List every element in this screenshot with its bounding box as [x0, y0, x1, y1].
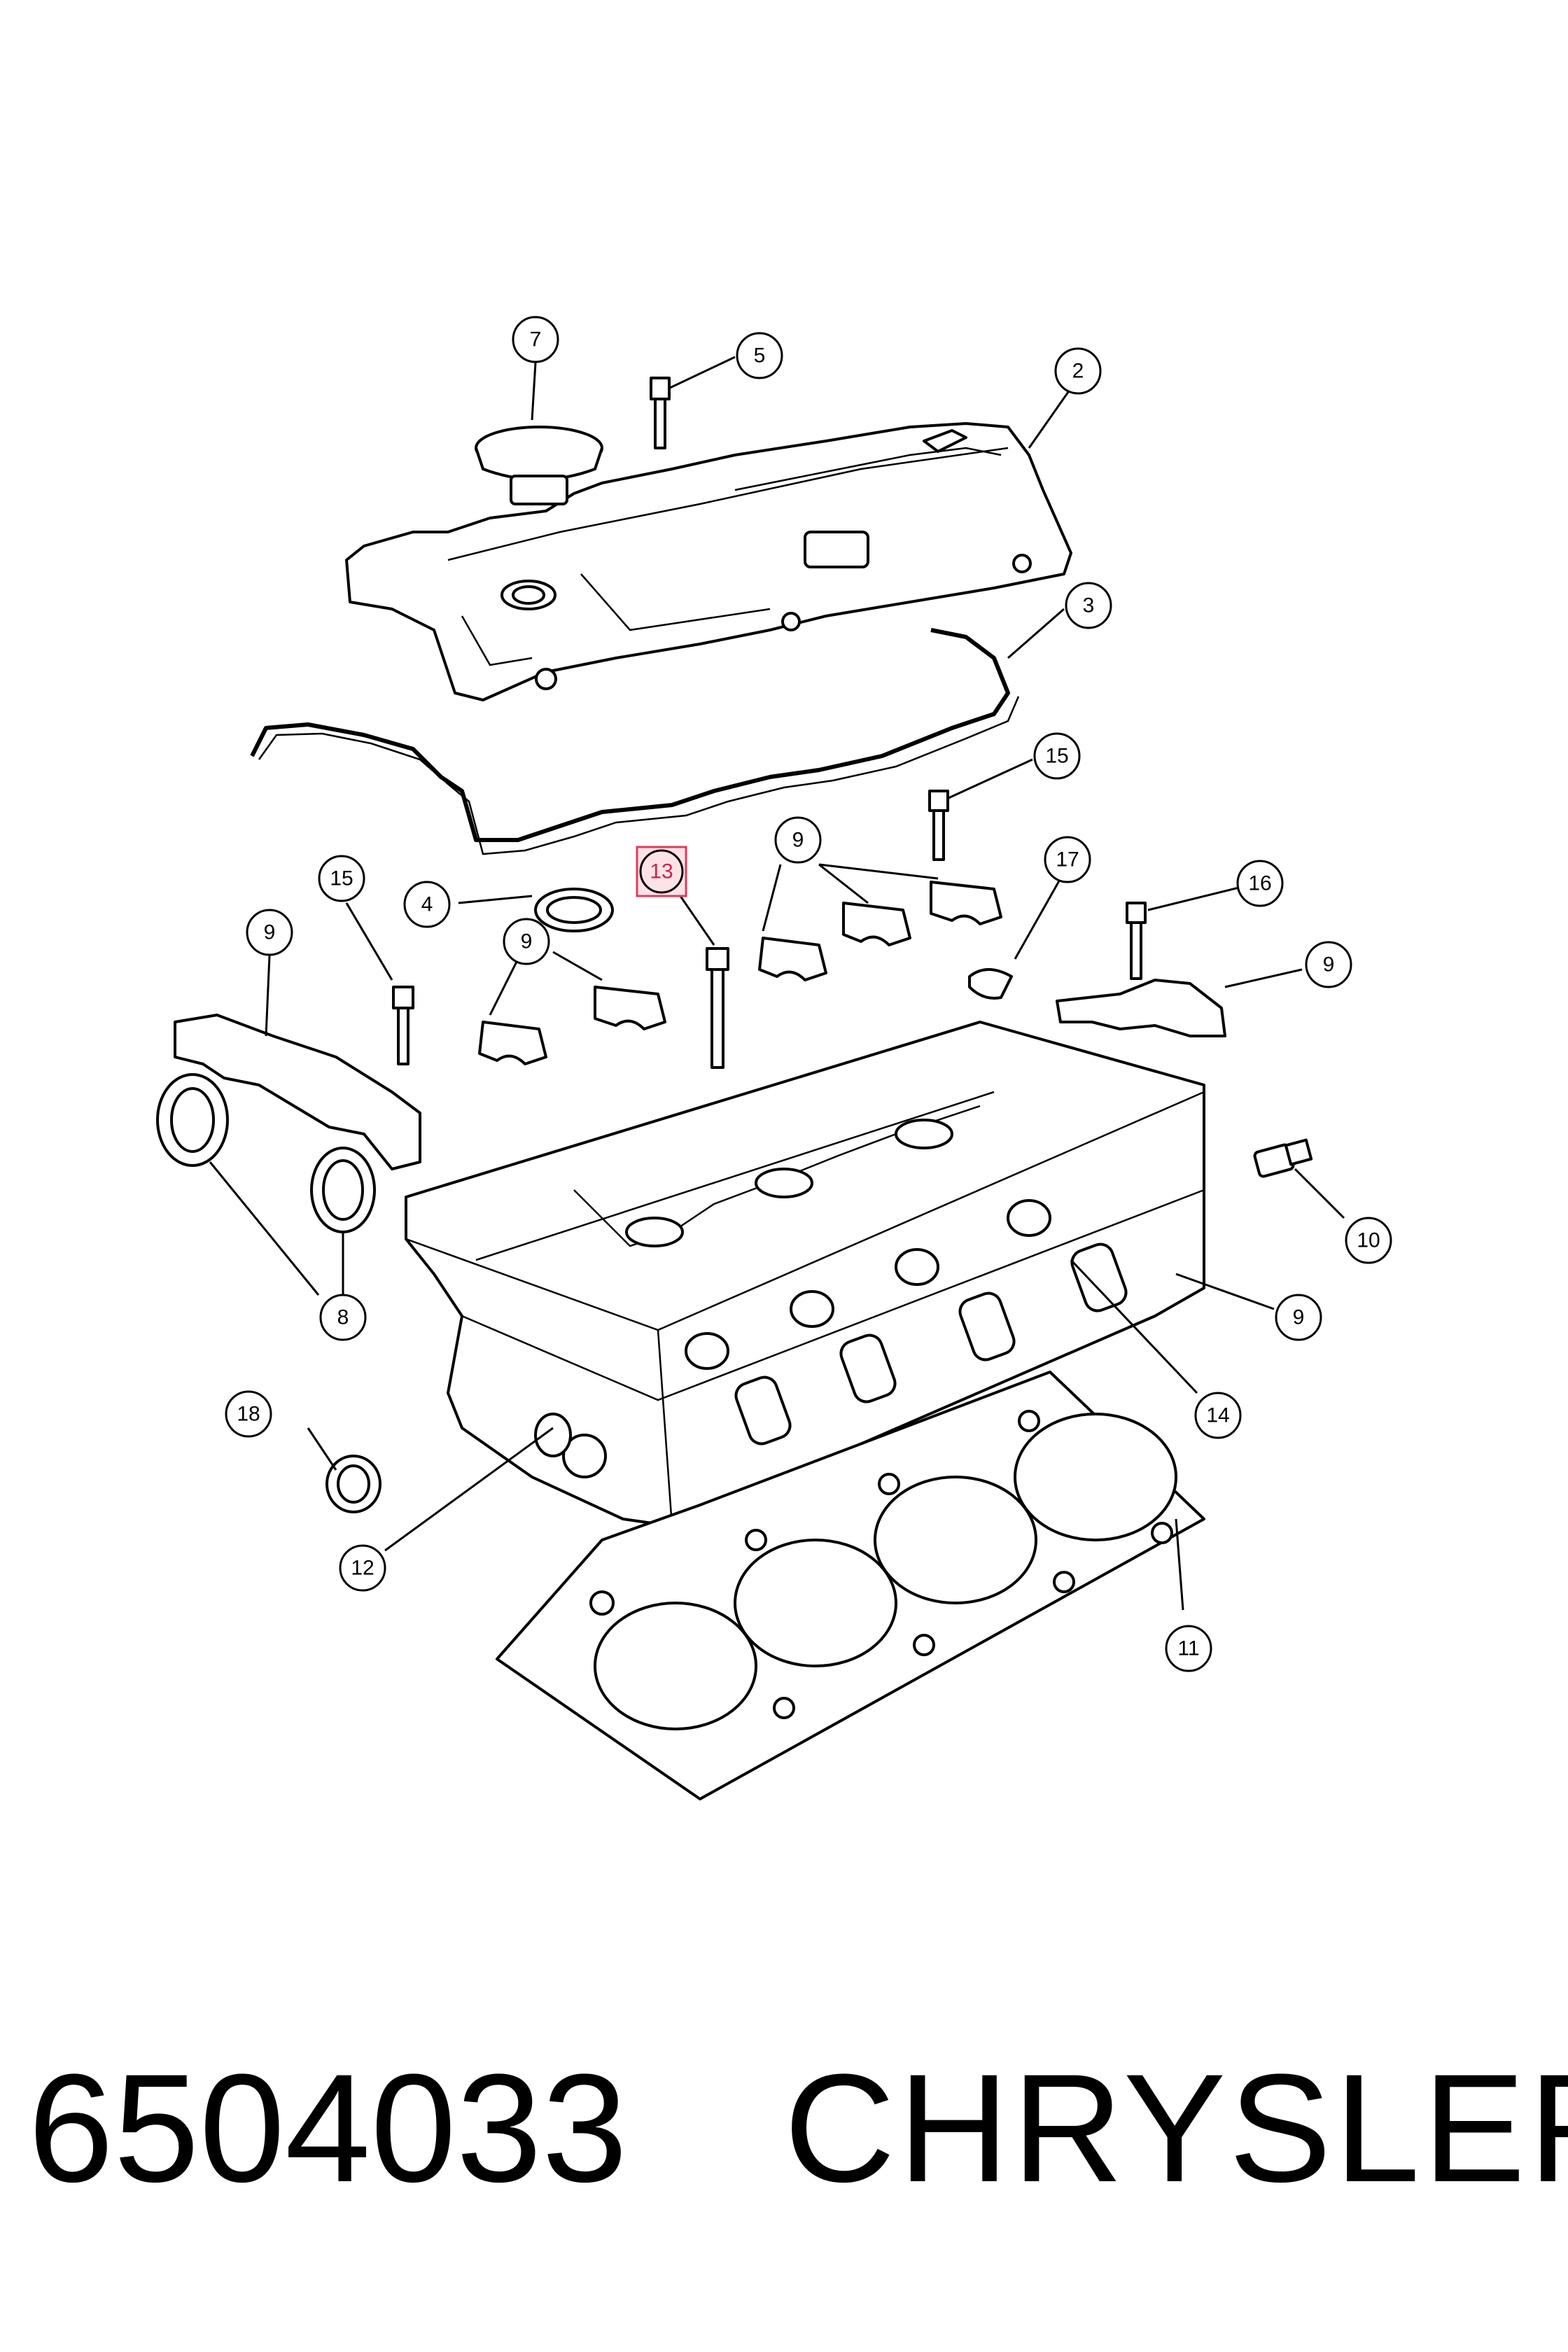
- svg-text:18: 18: [237, 1403, 260, 1426]
- svg-text:15: 15: [330, 867, 353, 890]
- cylinder-head-exploded-diagram: 7 5 2 3 15 9 13 17 16 4 15 9: [156, 316, 1392, 1800]
- svg-text:7: 7: [530, 328, 542, 351]
- callout-4[interactable]: 4: [403, 881, 451, 928]
- callout-15-left[interactable]: 15: [318, 855, 365, 902]
- svg-text:3: 3: [1083, 594, 1095, 617]
- svg-text:10: 10: [1357, 1229, 1380, 1252]
- cam-seal: [534, 888, 614, 932]
- callout-9-right[interactable]: 9: [1305, 941, 1352, 988]
- callout-9-left[interactable]: 9: [246, 909, 293, 956]
- end-bearing-left: [174, 1014, 421, 1170]
- callout-10[interactable]: 10: [1345, 1217, 1392, 1264]
- svg-text:15: 15: [1045, 745, 1068, 768]
- callout-11[interactable]: 11: [1165, 1625, 1212, 1672]
- callout-17[interactable]: 17: [1044, 836, 1091, 883]
- svg-text:8: 8: [337, 1306, 349, 1329]
- temp-sensor: [1253, 1138, 1313, 1178]
- svg-text:11: 11: [1177, 1637, 1199, 1660]
- svg-text:13: 13: [650, 860, 673, 883]
- svg-text:9: 9: [521, 930, 533, 953]
- callout-7[interactable]: 7: [512, 316, 559, 363]
- callout-15-right[interactable]: 15: [1033, 732, 1081, 780]
- part-number: 6504033: [28, 2042, 628, 2214]
- bolt-15-right: [928, 790, 949, 861]
- svg-text:9: 9: [1323, 953, 1335, 976]
- svg-text:9: 9: [264, 921, 276, 944]
- brand-name: CHRYSLER: [784, 2042, 1568, 2214]
- head-gasket: [496, 1371, 1205, 1800]
- end-bearing-right: [1056, 979, 1226, 1037]
- svg-text:17: 17: [1056, 848, 1079, 872]
- callout-8[interactable]: 8: [319, 1294, 367, 1341]
- thrust-plate: [968, 968, 1013, 1000]
- callout-9-mid[interactable]: 9: [503, 918, 550, 965]
- cylinder-head: [405, 1021, 1205, 1527]
- callout-18[interactable]: 18: [225, 1390, 272, 1438]
- bolt-16: [1126, 902, 1147, 980]
- svg-text:14: 14: [1206, 1404, 1229, 1427]
- svg-text:9: 9: [1293, 1306, 1305, 1329]
- bolt-15-left: [392, 986, 414, 1065]
- footer: 6504033 CHRYSLER: [0, 2016, 1568, 2240]
- callout-16[interactable]: 16: [1236, 860, 1284, 907]
- callout-9-top[interactable]: 9: [774, 816, 822, 864]
- valve-cover: [345, 422, 1072, 701]
- valve-cover-gasket: [250, 628, 1010, 842]
- bearing-caps: [478, 881, 1002, 1065]
- oil-filler-cap: [475, 426, 603, 505]
- svg-text:4: 4: [421, 893, 433, 916]
- svg-text:2: 2: [1072, 360, 1084, 383]
- callout-13[interactable]: 13: [636, 846, 687, 897]
- callout-9-lower[interactable]: 9: [1275, 1294, 1322, 1341]
- leader-lines: [209, 356, 1345, 1611]
- svg-text:12: 12: [351, 1557, 374, 1580]
- callout-3[interactable]: 3: [1065, 582, 1112, 629]
- svg-text:5: 5: [754, 344, 766, 368]
- callout-5[interactable]: 5: [736, 332, 783, 379]
- plug-seal: [326, 1455, 382, 1513]
- head-bolt: [706, 947, 729, 1069]
- svg-text:9: 9: [792, 829, 804, 852]
- svg-text:16: 16: [1248, 872, 1271, 895]
- callout-14[interactable]: 14: [1194, 1392, 1242, 1439]
- cover-bolt: [650, 377, 671, 449]
- callout-2[interactable]: 2: [1054, 347, 1102, 395]
- callout-12[interactable]: 12: [339, 1544, 386, 1592]
